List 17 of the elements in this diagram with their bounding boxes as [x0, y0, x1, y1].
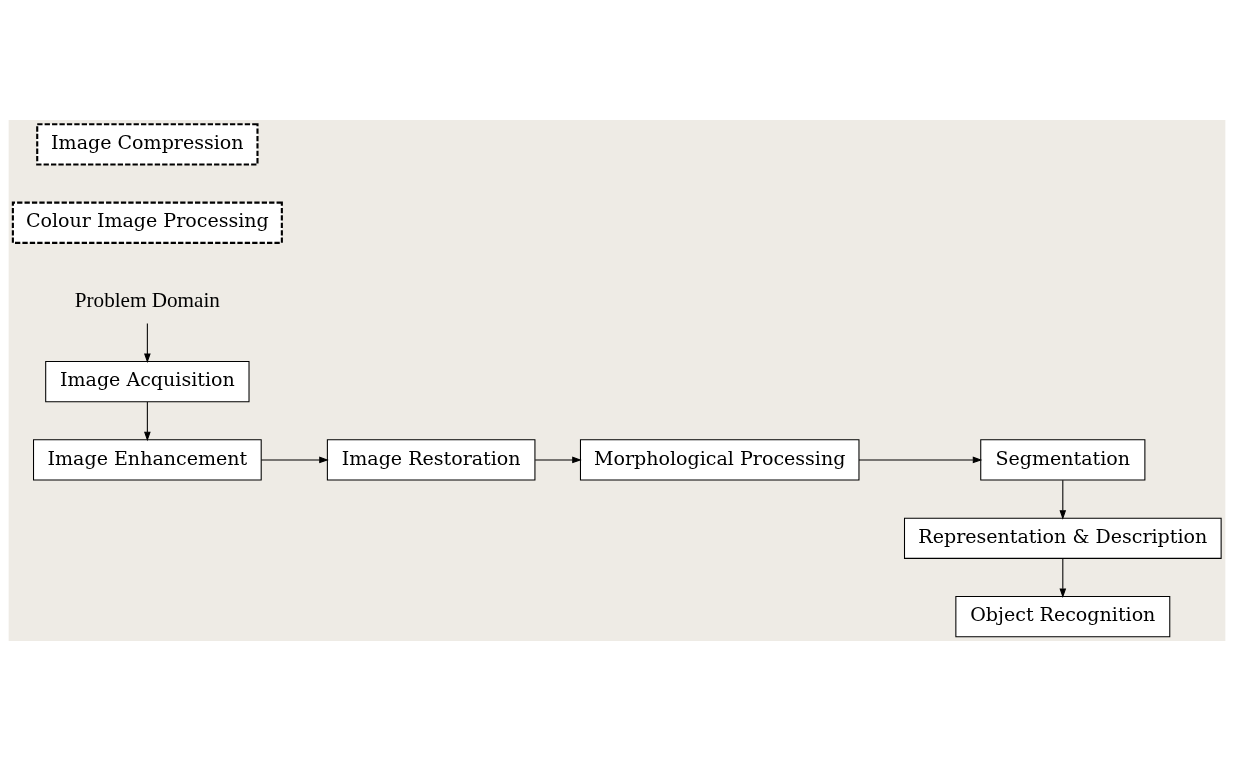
arrow — [858, 456, 983, 464]
arrow — [144, 322, 151, 363]
arrow — [260, 456, 329, 464]
arrow — [1059, 558, 1067, 599]
node-box: Image Acquisition — [45, 360, 250, 403]
arrow — [534, 456, 582, 464]
node-box: Representation & Description — [903, 517, 1222, 559]
node-box: Object Recognition — [955, 596, 1171, 638]
node-text: Problem Domain — [74, 288, 220, 313]
node-box: Image Compression — [36, 123, 259, 166]
node-box: Image Restoration — [326, 439, 536, 481]
node-box: Colour Image Processing — [11, 201, 283, 244]
node-box: Morphological Processing — [579, 439, 860, 481]
node-box: Image Enhancement — [33, 439, 262, 481]
arrow — [144, 401, 151, 442]
arrow — [1059, 479, 1067, 520]
node-box: Segmentation — [980, 439, 1146, 481]
